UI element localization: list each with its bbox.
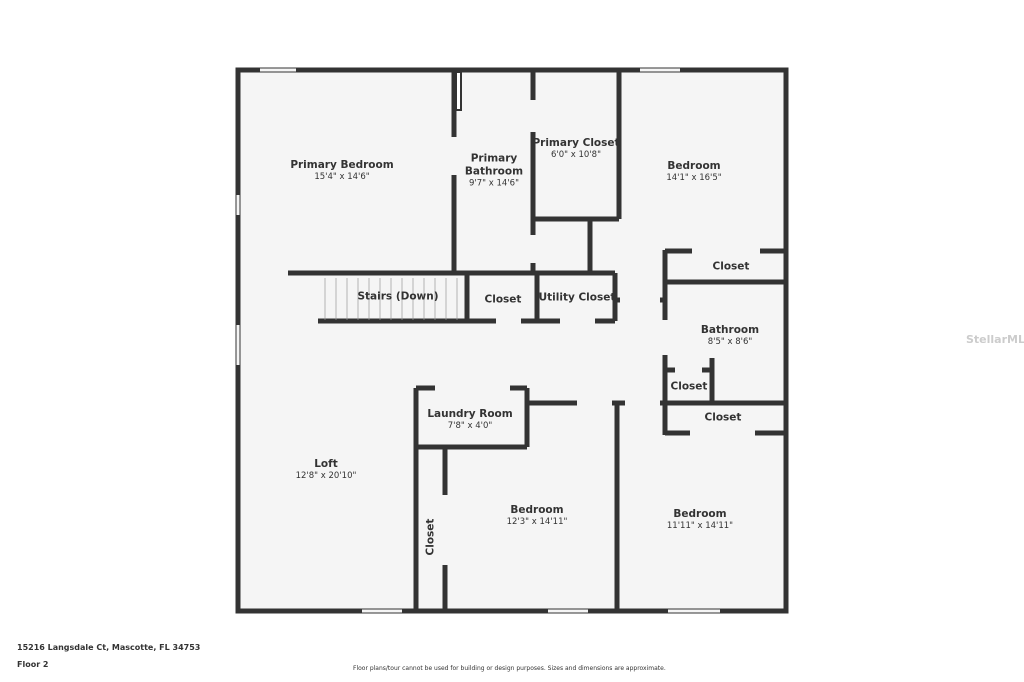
room-name: Primary Bathroom — [464, 152, 524, 178]
room-name: Bedroom — [667, 160, 721, 172]
room-name: Primary Bedroom — [290, 159, 394, 171]
room-closet-hall: Closet — [485, 294, 522, 307]
stairs-treads — [324, 278, 458, 320]
room-name: Closet — [704, 411, 742, 424]
room-dims: 11'11" x 14'11" — [666, 521, 734, 531]
room-dims: 15'4" x 14'6" — [314, 172, 370, 182]
room-closet-se: Closet — [705, 412, 742, 425]
room-utility-closet: Utility Closet — [539, 292, 616, 305]
room-name: Bathroom — [700, 324, 760, 336]
room-name: Bedroom — [510, 504, 564, 516]
room-dims: 6'0" x 10'8" — [551, 150, 601, 160]
room-name: Loft — [314, 458, 338, 470]
room-dims: 8'5" x 8'6" — [707, 337, 753, 347]
room-name: Bedroom — [673, 508, 727, 520]
room-dims: 12'3" x 14'11" — [506, 517, 568, 527]
floor-area — [238, 70, 786, 611]
room-name: Stairs (Down) — [357, 290, 439, 303]
windows — [236, 68, 720, 613]
room-closet-bath: Closet — [671, 381, 708, 394]
room-stairs: Stairs (Down) — [357, 291, 438, 304]
floor-label: Floor 2 — [17, 660, 49, 669]
hatched-column — [455, 71, 462, 111]
room-name: Laundry Room — [427, 408, 513, 420]
room-name: Closet — [484, 293, 522, 306]
watermark-logo: StellarMLS — [966, 333, 1024, 346]
disclaimer: Floor plans/tour cannot be used for buil… — [353, 665, 666, 672]
room-name: Utility Closet — [538, 291, 616, 304]
room-closet-ne: Closet — [713, 261, 750, 274]
room-dims: 9'7" x 14'6" — [469, 178, 519, 189]
room-closet-loft: Closet — [425, 519, 438, 556]
room-dims: 14'1" x 16'5" — [666, 173, 722, 183]
room-name: Closet — [424, 518, 437, 556]
room-name: Primary Closet — [532, 137, 620, 149]
room-name: Closet — [712, 260, 750, 273]
room-dims: 7'8" x 4'0" — [447, 421, 493, 431]
address: 15216 Langsdale Ct, Mascotte, FL 34753 — [17, 643, 201, 652]
room-dims: 12'8" x 20'10" — [295, 471, 357, 481]
room-name: Closet — [670, 380, 708, 393]
